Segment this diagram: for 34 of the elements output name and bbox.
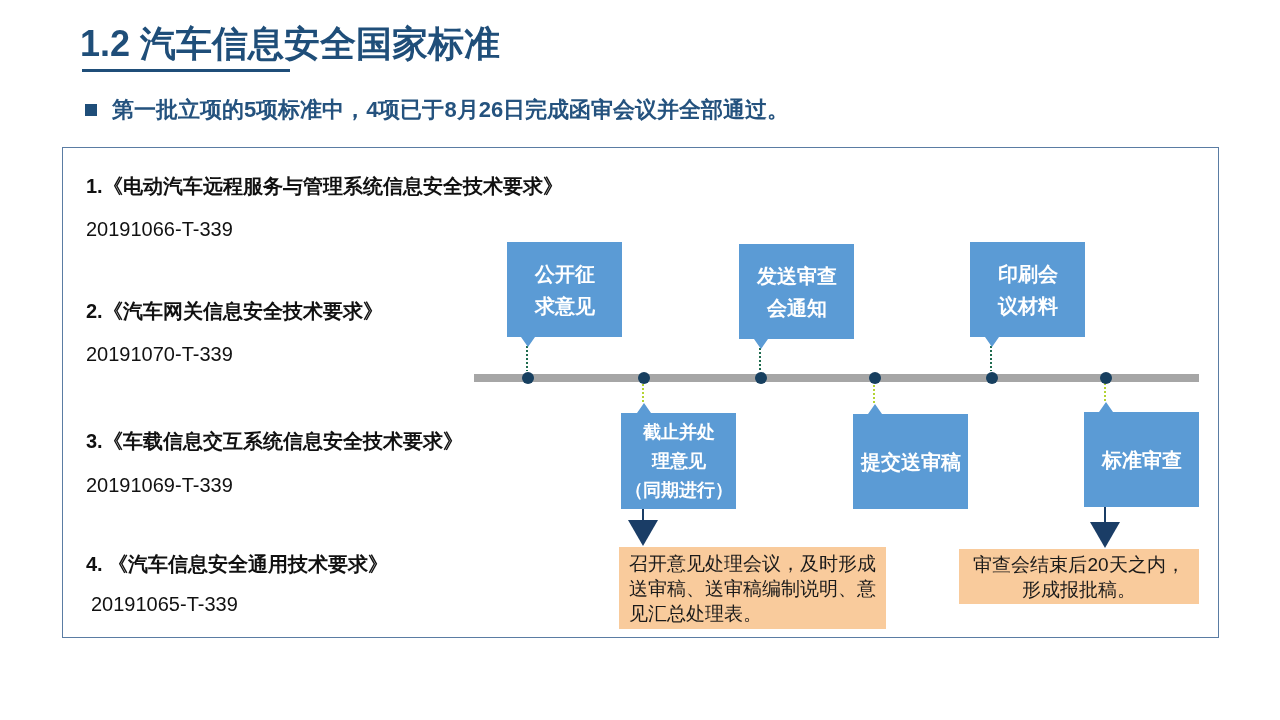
content-panel — [62, 147, 1219, 638]
standard-number: 20191066-T-339 — [86, 217, 233, 241]
standard-title: 4. 《汽车信息安全通用技术要求》 — [86, 552, 389, 576]
callout-box — [1084, 402, 1199, 507]
subtitle-text: 第一批立项的5项标准中，4项已于8月26日完成函审会议并全部通过。 — [112, 96, 790, 124]
note-text: 召开意见处理会议，及时形成送审稿、送审稿编制说明、意见汇总处理表。 — [629, 551, 876, 626]
timeline-dot — [755, 372, 767, 384]
note-text: 审查会结束后20天之内，形成报批稿。 — [972, 552, 1186, 602]
callout-text: 提交送审稿 — [860, 449, 961, 475]
standard-title: 1.《电动汽车远程服务与管理系统信息安全技术要求》 — [86, 174, 563, 198]
callout-text: 印刷会议材料 — [996, 261, 1059, 319]
timeline-dot — [869, 372, 881, 384]
standard-number: 20191069-T-339 — [86, 473, 233, 497]
slide-title: 1.2 汽车信息安全国家标准 — [80, 22, 501, 66]
timeline-dot — [1100, 372, 1112, 384]
standard-title: 3.《车载信息交互系统信息安全技术要求》 — [86, 429, 463, 453]
callout-box — [970, 242, 1085, 347]
callout-box — [853, 404, 968, 509]
standard-number: 20191070-T-339 — [86, 342, 233, 366]
note-box — [959, 549, 1199, 604]
callout-text: 公开征求意见 — [533, 261, 596, 319]
callout-box — [507, 242, 622, 347]
note-box — [619, 547, 886, 629]
timeline-dot — [986, 372, 998, 384]
callout-text: 截止并处理意见 — [641, 420, 716, 473]
timeline-dot — [522, 372, 534, 384]
callout-text: 发送审查会通知 — [755, 263, 838, 321]
timeline-dot — [638, 372, 650, 384]
callout-text: （同期进行） — [624, 478, 733, 502]
callout-text: 标准审查 — [1101, 447, 1182, 473]
callout-box — [621, 403, 736, 509]
standard-number: 20191065-T-339 — [91, 592, 238, 616]
standard-title: 2.《汽车网关信息安全技术要求》 — [86, 299, 383, 323]
callout-box — [739, 244, 854, 349]
